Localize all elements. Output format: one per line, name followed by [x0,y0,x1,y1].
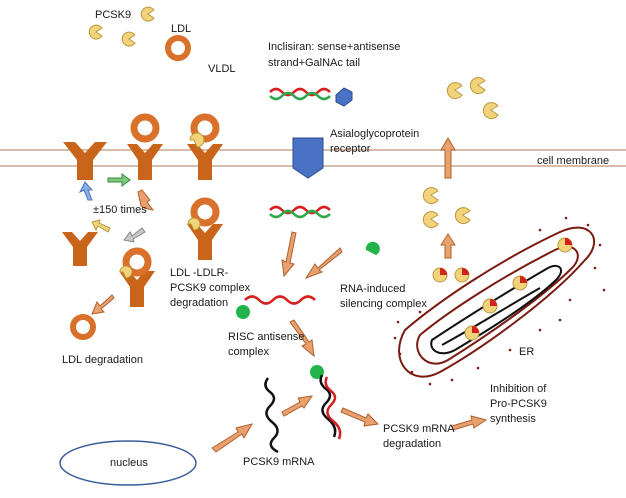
risc-antisense-label-line1: RISC antisense [228,331,305,343]
arrow-to-mrna-degradation [340,407,380,427]
arrow-nucleus-to-mrna [211,423,254,453]
asialo-label-line2: receptor [330,143,371,155]
inclisiran-label-line2: strand+GalNAc tail [268,57,361,69]
recycle-arrow-left [91,219,111,233]
nucleus-icon [59,440,197,486]
arrow-secretion-1 [440,137,456,179]
complex-receptor-icon [119,271,155,307]
pcsk9-mrna-strand-icon [264,377,279,454]
recycle-arrow-right [107,173,131,187]
cell-membrane-label: cell membrane [537,155,610,167]
inhibition-label-line2: Pro-PCSK9 [490,398,547,410]
degradation-pcsk9-icon [187,217,201,231]
recycle-arrow-down [137,189,155,211]
pairing-mrna-red-icon [324,376,342,440]
er-label: ER [519,346,535,358]
risc-antisense-strand-icon [244,295,316,305]
inclisiran-label-line1: Inclisiran: sense+antisense [268,41,401,53]
risc-label-line2: silencing complex [340,298,427,310]
complex-pcsk9-icon [119,265,133,279]
pcsk9-bound-icon [189,132,205,148]
arrow-secretion-2 [440,233,456,259]
inclisiran-strand-icon [269,87,353,107]
nucleus-label: nucleus [110,457,148,469]
pcsk9-label: PCSK9 [95,9,132,21]
risc-label-line1: RNA-induced [340,283,406,295]
arrow-to-pairing [289,319,315,358]
arrow-mrna-to-pairing [281,395,314,417]
complex-ldl-icon [122,247,152,277]
ldl-receptor-icon [63,142,107,180]
asialo-label-line1: Asialoglycoprotein [330,128,420,140]
arrow-from-risc [304,247,343,279]
risc-antisense-label-line2: complex [228,346,269,358]
ldl-icon [165,35,191,61]
degradation-receptor-icon [187,224,223,260]
arrow-to-ldl-degradation [91,294,115,315]
recycle-arrow-gray [123,227,146,243]
arrow-strand-down [281,231,297,278]
galnac-tail-icon [335,87,353,107]
complex-label-line3: degradation [170,297,229,309]
risc-antisense-blob-icon [236,305,250,319]
pcsk9-mrna-label: PCSK9 mRNA [243,456,315,468]
ldl-degradation-label: LDL degradation [62,354,143,366]
vldl-particle-icon [190,113,220,143]
degradation-ldl-icon [190,197,220,227]
asgpr-icon [292,137,324,179]
pro-pcsk9-icon [432,237,573,341]
internal-receptor-icon [62,232,98,266]
internalized-strand-icon [269,205,331,219]
mrna-degradation-label-line2: degradation [383,438,442,450]
er-dots-icon [393,216,606,386]
pcsk9-cluster-right-icon [422,77,499,228]
risc-icon [365,241,380,255]
er-icon [398,226,596,378]
recycle-arrow-up [78,181,94,201]
degrading-ldl-icon [70,314,96,340]
arrow-to-inhibition [451,415,488,431]
vldl-receptor-icon [187,144,223,180]
pairing-mrna-black-icon [319,374,337,438]
ldl-label: LDL [171,23,192,35]
vldl-label: VLDL [208,63,236,75]
pcsk9-icon [88,6,155,47]
ldl-bound-receptor-icon [127,144,163,180]
recycle-times-label: ±150 times [93,204,147,216]
inhibition-label-line3: synthesis [490,413,536,425]
complex-label-line1: LDL -LDLR- [170,267,229,279]
inhibition-label-line1: Inhibition of [490,383,547,395]
complex-label-line2: PCSK9 complex [170,282,251,294]
mrna-degradation-label-line1: PCSK9 mRNA [383,423,455,435]
ldl-particle-icon [130,113,160,143]
